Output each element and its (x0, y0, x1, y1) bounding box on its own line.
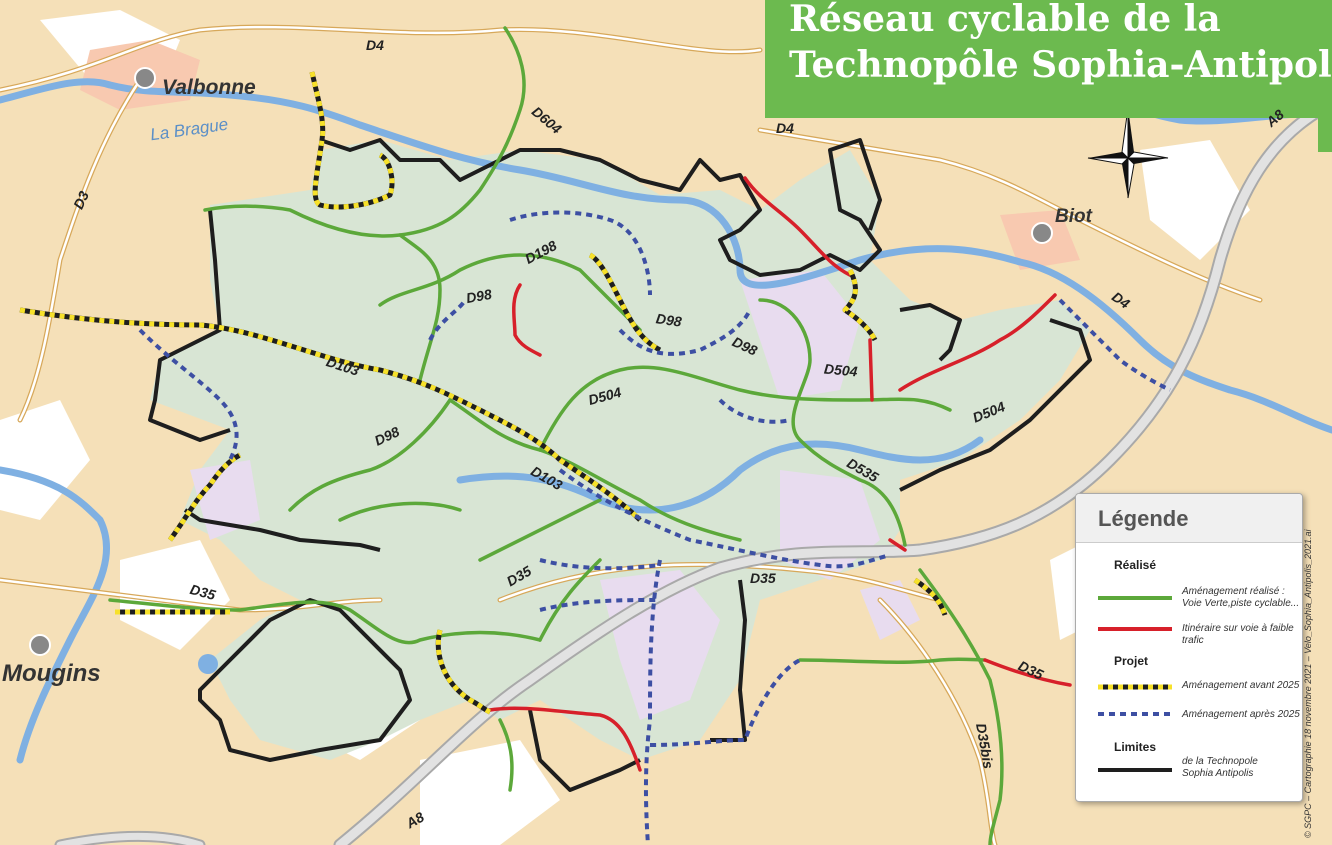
legend-desc-technopole-1: de la Technopole (1182, 756, 1258, 767)
map-title-box: Réseau cyclable de la Technopôle Sophia-… (765, 0, 1332, 118)
technopole-limits (148, 138, 1092, 792)
legend-desc-realise-1: Aménagement réalisé : (1182, 586, 1285, 597)
map-title-line2: Technopôle Sophia-Antipolis (789, 44, 1332, 86)
legend-desc-realise-2: Voie Verte,piste cyclable... (1182, 598, 1300, 609)
legend-desc-avant-2025: Aménagement avant 2025 (1182, 680, 1300, 691)
legend-desc-itineraire: Itinéraire sur voie à faible trafic (1182, 623, 1294, 646)
legend-swatch-blue (1098, 712, 1172, 716)
legend-section-projet: Projet (1114, 654, 1149, 668)
legend-swatch-black (1098, 768, 1172, 772)
routes-apres-2025 (138, 210, 1171, 845)
map-credit: © SGPC – Cartographie 18 novembre 2021 –… (1303, 529, 1313, 838)
legend-title: Légende (1098, 506, 1189, 531)
map-title-line1: Réseau cyclable de la (789, 0, 1221, 40)
title-tab (1318, 118, 1332, 152)
town-label-mougins: Mougins (2, 660, 101, 687)
compass-rose-icon (1087, 107, 1169, 199)
lake (198, 654, 218, 674)
road-label: D35 (750, 570, 776, 586)
routes-realise (108, 26, 1004, 845)
road-label: D4 (776, 120, 794, 136)
legend-section-limites: Limites (1114, 740, 1157, 754)
road-label: D98 (655, 310, 683, 330)
legend-swatch-yellow (1098, 684, 1172, 690)
legend-header: Légende (1076, 494, 1302, 543)
legend-desc-technopole-2: Sophia Antipolis (1182, 768, 1254, 779)
town-dot-icon (29, 67, 1053, 656)
legend-desc-apres-2025: Aménagement après 2025 (1182, 709, 1300, 720)
routes-faible-trafic (488, 176, 1072, 772)
town-label-valbonne: Valbonne (162, 76, 256, 99)
highway-a8 (54, 103, 1327, 845)
routes-avant-2025 (19, 71, 948, 715)
town-label-biot: Biot (1055, 206, 1092, 227)
road-label: D4 (366, 37, 384, 53)
road-label: D504 (823, 360, 859, 380)
legend-swatch-red (1098, 627, 1172, 631)
legend-panel: Légende Réalisé Aménagement réalisé : Vo… (1075, 493, 1303, 802)
legend-swatch-green (1098, 596, 1172, 600)
legend-section-realise: Réalisé (1114, 558, 1157, 572)
